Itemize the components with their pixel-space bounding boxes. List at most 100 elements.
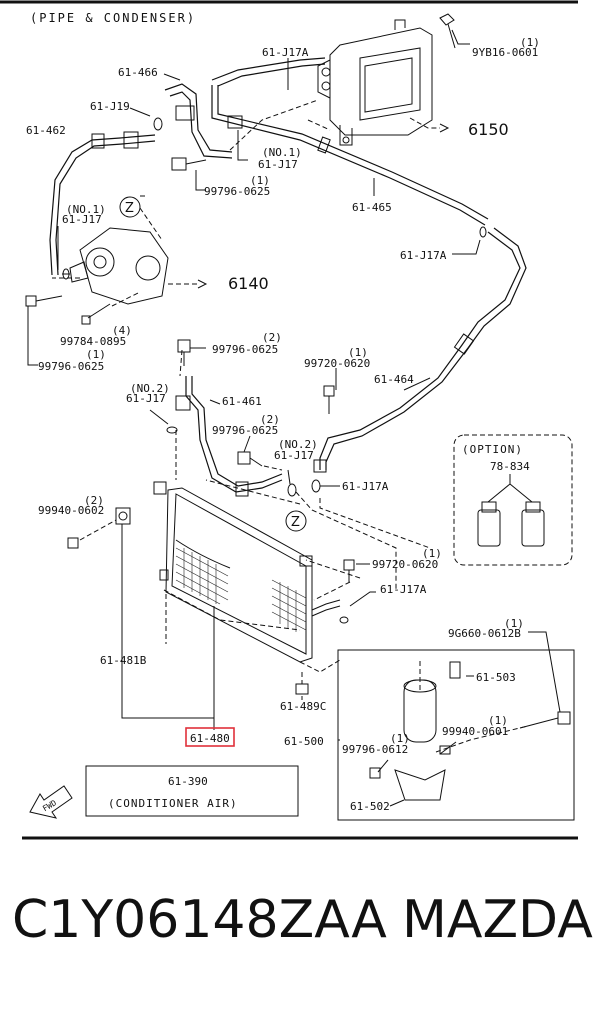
label-99720-a: 99720-0620 (304, 357, 370, 370)
label-6150: 6150 (468, 120, 509, 139)
footer-part-number: C1Y06148ZAA (12, 890, 387, 950)
oring-61-j17a-low (311, 479, 321, 493)
label-61-480: 61-480 (190, 732, 230, 745)
label-61-j17-c: 61-J17 (126, 392, 166, 405)
oring-61-j17-c (166, 426, 178, 434)
bolt-99784 (81, 303, 111, 325)
label-1-9g660: (1) (504, 617, 524, 630)
oring-61-j17a-cond (339, 616, 349, 624)
z-marker-1-label: Z (125, 201, 134, 216)
pipe-61-465 (211, 57, 489, 226)
bolt-9yb16 (439, 13, 456, 49)
label-61-466: 61-466 (118, 66, 158, 79)
label-no1-b: (NO.1) (66, 203, 106, 216)
label-4: (4) (112, 324, 132, 337)
compressor-drawing (62, 227, 169, 305)
footer-brand: MAZDA (402, 890, 593, 950)
part-labels: 61-J17A (1) 9YB16-0601 61-466 61-J19 61-… (26, 36, 540, 813)
label-2-99796d: (2) (260, 413, 280, 426)
label-61-489c: 61-489C (280, 700, 326, 713)
label-99720-b: 99720-0620 (372, 558, 438, 571)
label-61-j19: 61-J19 (90, 100, 130, 113)
label-1-99720b: (1) (422, 547, 442, 560)
z-marker-2 (285, 510, 307, 532)
dashed-leaders (52, 99, 529, 753)
leader-lines (57, 58, 561, 807)
label-61-j17-a: 61-J17 (258, 158, 298, 171)
label-2-99940: (2) (84, 494, 104, 507)
parts-diagram: (PIPE & CONDENSER) (0, 0, 578, 840)
label-61-j17a-cond: 61-J17A (380, 583, 427, 596)
label-1-99720a: (1) (348, 346, 368, 359)
condenser-drawing (153, 481, 341, 663)
label-99796-b: 99796-0625 (38, 360, 104, 373)
pipe-61-464 (313, 227, 527, 473)
bolt-99796-a (171, 157, 207, 171)
arrow-6140 (197, 279, 208, 289)
bolt-99796-d (237, 451, 263, 467)
label-6140: 6140 (228, 274, 269, 293)
bracket-99940-a (67, 507, 131, 549)
label-99784: 99784-0895 (60, 335, 126, 348)
label-no2-b: (NO.2) (278, 438, 318, 451)
label-61-503: 61-503 (476, 671, 516, 684)
label-9g660: 9G660-0612B (448, 627, 521, 640)
label-9yb16: 9YB16-0601 (472, 46, 538, 59)
leader (27, 306, 38, 366)
condenser-module-drawing (317, 19, 433, 146)
label-99796-c: 99796-0625 (212, 343, 278, 356)
label-1-99796b: (1) (86, 348, 106, 361)
option-part: 78-834 (490, 460, 530, 473)
label-61-462: 61-462 (26, 124, 66, 137)
label-61-j17a-top: 61-J17A (262, 46, 309, 59)
fwd-arrow-icon: FWD (29, 785, 73, 819)
pipe-61-466 (164, 83, 243, 159)
label-1-9yb: (1) (520, 36, 540, 49)
diagram-header: (PIPE & CONDENSER) (30, 11, 196, 25)
label-61-500: 61-500 (284, 735, 324, 748)
pipe-61-462 (49, 131, 156, 276)
label-99940-a: 99940-0602 (38, 504, 104, 517)
label-99796-e: 99796-0612 (342, 743, 408, 756)
bolt-61-489c (295, 683, 309, 695)
oring-61-j19 (153, 117, 163, 131)
label-61-461: 61-461 (222, 395, 262, 408)
label-61-465: 61-465 (352, 201, 392, 214)
label-61-j17-b: 61-J17 (62, 213, 102, 226)
leader-6150 (409, 117, 440, 129)
option-box (453, 434, 573, 566)
footer: C1Y06148ZAA MAZDA (0, 890, 600, 980)
leader (451, 29, 470, 45)
option-title: (OPTION) (462, 443, 523, 456)
label-no1-a: (NO.1) (262, 146, 302, 159)
oring-61-j17-d (287, 483, 297, 497)
label-61-j17a-mid: 61-J17A (400, 249, 447, 262)
fwd-label: FWD (41, 798, 58, 813)
label-61-481b: 61-481B (100, 654, 147, 667)
conditioner-title: (CONDITIONER AIR) (108, 797, 238, 810)
label-no2-a: (NO.2) (130, 382, 170, 395)
z-dash-1 (139, 207, 163, 241)
bolt-99796-b (25, 295, 63, 307)
label-99796-d: 99796-0625 (212, 424, 278, 437)
oring-61-j17a-mid (479, 226, 487, 238)
z-marker-2-label: Z (291, 515, 300, 530)
label-61-j17-d: 61-J17 (274, 449, 314, 462)
label-61-j17a-low: 61-J17A (342, 480, 389, 493)
conditioner-box (85, 765, 299, 817)
label-99940-b: 99940-0601 (442, 725, 508, 738)
receiver-box (337, 649, 575, 821)
label-1-99796a: (1) (250, 174, 270, 187)
bolt-99796-c (177, 339, 191, 366)
bolt-99720-a (323, 385, 335, 414)
z-marker-1 (119, 196, 141, 218)
highlight-61-480 (185, 727, 235, 747)
label-2-99796c: (2) (262, 331, 282, 344)
label-1-99940b: (1) (488, 714, 508, 727)
conditioner-part: 61-390 (168, 775, 208, 788)
pipe-61-461 (175, 376, 283, 497)
label-61-464: 61-464 (374, 373, 414, 386)
label-1-99796e: (1) (390, 732, 410, 745)
arrow-6150 (439, 123, 450, 133)
label-99796-a: 99796-0625 (204, 185, 270, 198)
